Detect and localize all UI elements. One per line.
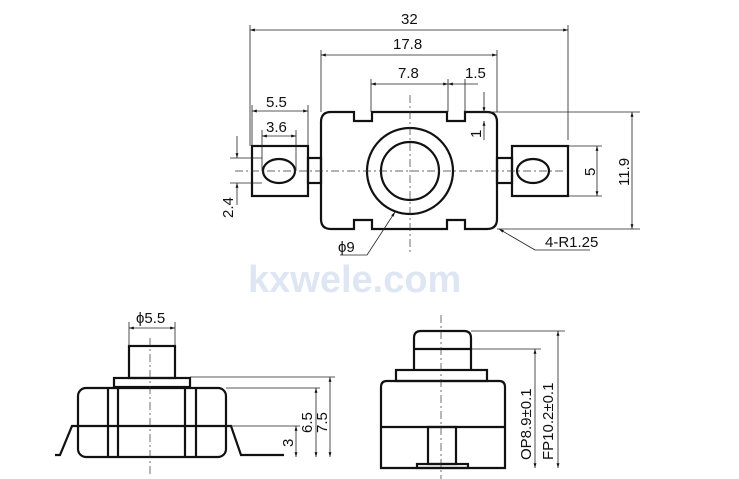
side-button [127, 344, 177, 380]
watermark: kxwele.com [248, 259, 461, 301]
dim-side-body-height: 6.5 [299, 412, 316, 433]
dim-body-height: 11.9 [616, 158, 633, 186]
dim-total-height: 7.5 [314, 412, 331, 433]
dim-lead-height: 3 [280, 439, 297, 447]
top-view: 32 17.8 7.8 1.5 5.5 3.6 2.4 1 5 11.9 ϕ9 … [220, 11, 640, 256]
side-view: ϕ5.5 3 6.5 7.5 [55, 310, 335, 476]
dim-tab-width: 5.5 [266, 94, 287, 111]
front-flange [394, 368, 489, 383]
dim-side-button-diameter: ϕ5.5 [136, 310, 165, 327]
side-body [76, 386, 228, 459]
right-terminal-neck [495, 156, 514, 185]
front-view: OP8.9±0.1 FP10.2±0.1 [379, 315, 565, 479]
dim-overall-width: 32 [401, 11, 418, 28]
dim-notch-width: 1.5 [465, 65, 486, 82]
dim-tab-height: 5 [582, 168, 599, 176]
dim-button-diameter: ϕ9 [338, 239, 355, 256]
switch-body-outline [319, 110, 499, 231]
front-button [412, 329, 473, 370]
dim-hole-width: 3.6 [266, 119, 287, 136]
side-leads [55, 424, 284, 457]
dim-body-width: 17.8 [393, 36, 422, 53]
dim-corner-radius: 4-R1.25 [545, 234, 598, 251]
dim-free-position: FP10.2±0.1 [540, 383, 557, 460]
dim-operating-position: OP8.9±0.1 [518, 388, 535, 460]
front-center-slot [426, 425, 458, 466]
side-flange [112, 376, 192, 389]
dim-hole-height: 2.4 [220, 197, 237, 218]
front-body [379, 379, 507, 470]
left-terminal-neck [306, 156, 323, 185]
dim-notch-spacing: 7.8 [398, 65, 419, 82]
dim-notch-depth: 1 [468, 130, 485, 138]
right-terminal-hole [515, 157, 551, 185]
